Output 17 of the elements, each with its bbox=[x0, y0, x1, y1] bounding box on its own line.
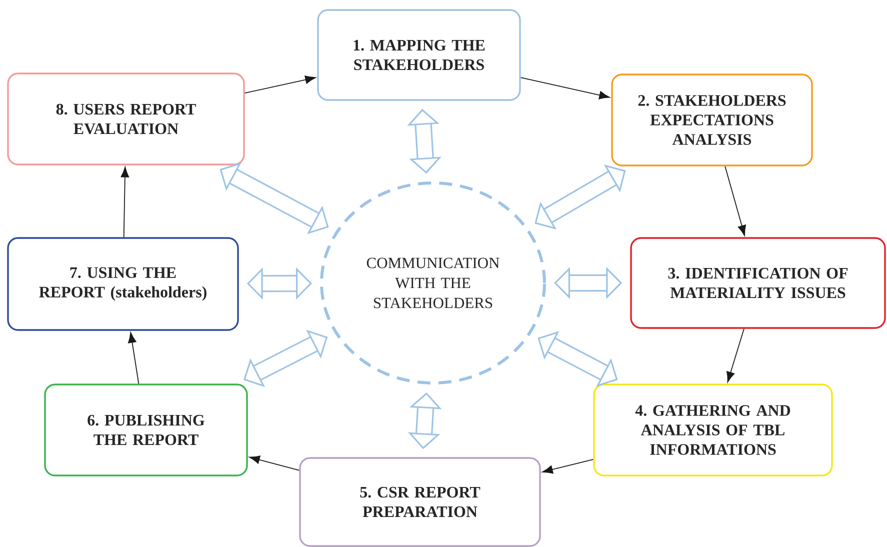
arrow bbox=[520, 77, 610, 100]
arrow bbox=[244, 76, 316, 94]
step-box: 3. IDENTIFICATION OF MATERIALITY ISSUES bbox=[630, 237, 886, 329]
double-block-arrow bbox=[534, 164, 626, 230]
step-box: 8. USERS REPORT EVALUATION bbox=[7, 72, 245, 166]
arrow bbox=[542, 459, 594, 474]
arrow bbox=[120, 166, 130, 238]
step-box: 5. CSR REPORT PREPARATION bbox=[299, 457, 541, 547]
step-box: 1. MAPPING THE STAKEHOLDERS bbox=[317, 9, 521, 101]
arrow bbox=[128, 332, 140, 384]
arrow bbox=[249, 456, 300, 471]
step-box: 6. PUBLISHING THE REPORT bbox=[44, 384, 248, 476]
step-box: 2. STAKEHOLDERS EXPECTATIONS ANALYSIS bbox=[611, 74, 813, 166]
step-box: 4. GATHERING AND ANALYSIS OF TBL INFORMATIONS bbox=[593, 384, 833, 476]
step-box: 7. USING THE REPORT (stakeholders) bbox=[7, 237, 239, 331]
arrow bbox=[724, 166, 746, 236]
arrow bbox=[726, 328, 744, 382]
